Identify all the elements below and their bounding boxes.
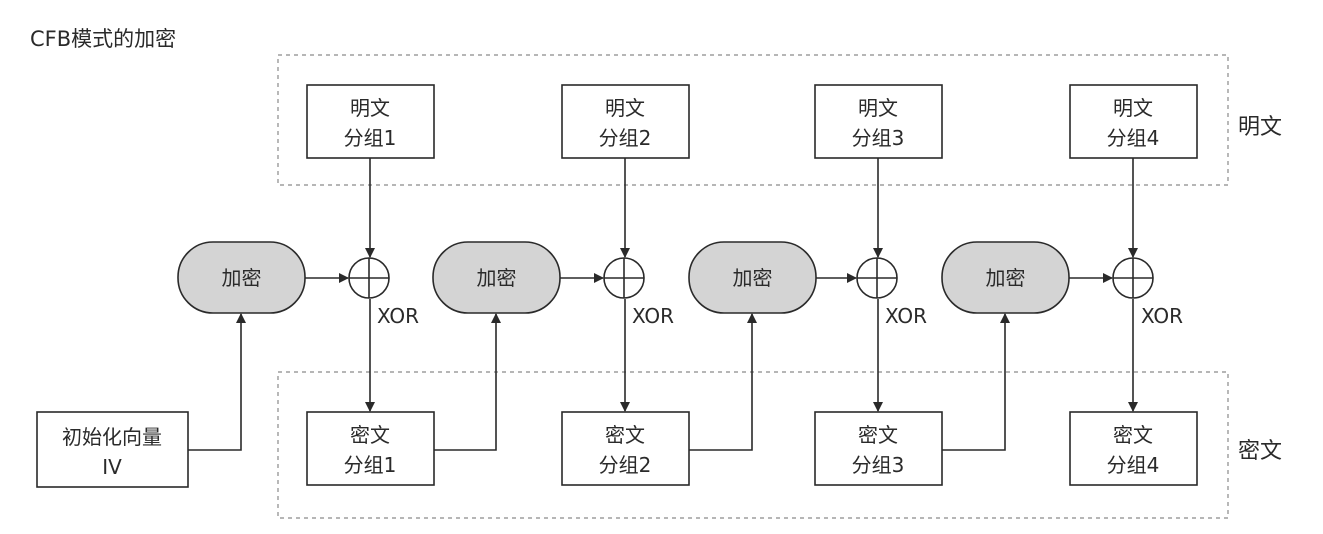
ciphertext-block-2-line1: 密文 xyxy=(605,423,645,447)
plaintext-block-4-line1: 明文 xyxy=(1113,96,1153,120)
ciphertext-block-1-line2: 分组1 xyxy=(344,453,397,477)
block-column-2: 明文 分组2 加密 XOR 密文 分组2 xyxy=(432,84,690,486)
ciphertext-group-label: 密文 xyxy=(1238,439,1282,464)
xor-operator-4 xyxy=(1112,257,1154,299)
arrow-cipher2-to-enc3 xyxy=(689,313,757,451)
arrow-iv-to-enc1 xyxy=(188,313,246,451)
ciphertext-block-1-line1: 密文 xyxy=(350,423,390,447)
arrow-cipher1-to-enc2 xyxy=(434,313,501,451)
encrypt-block-4-label: 加密 xyxy=(986,266,1026,290)
ciphertext-block-3-line1: 密文 xyxy=(858,423,898,447)
iv-label-line2: IV xyxy=(102,455,122,479)
xor-label-1: XOR xyxy=(377,304,419,328)
xor-to-ciphertext-arrows xyxy=(365,299,1138,412)
encrypt-block-4: 加密 xyxy=(941,241,1070,314)
block-column-1: 明文 分组1 加密 XOR 密文 分组1 xyxy=(177,84,435,486)
ciphertext-group-boundary xyxy=(277,371,1229,519)
encrypt-block-1-label: 加密 xyxy=(222,266,262,290)
plaintext-block-1-line2: 分组1 xyxy=(344,126,397,150)
xor-label-4: XOR xyxy=(1141,304,1183,328)
plaintext-block-4-line2: 分组4 xyxy=(1107,126,1160,150)
encrypt-block-2-label: 加密 xyxy=(477,266,517,290)
plaintext-block-1-line1: 明文 xyxy=(350,96,390,120)
ciphertext-block-3-line2: 分组3 xyxy=(852,453,905,477)
xor-label-3: XOR xyxy=(885,304,927,328)
ciphertext-block-3: 密文 分组3 xyxy=(814,411,943,486)
plaintext-group-boundary xyxy=(277,54,1229,186)
ciphertext-block-4-line2: 分组4 xyxy=(1107,453,1160,477)
ciphertext-block-2: 密文 分组2 xyxy=(561,411,690,486)
iv-box: 初始化向量 IV xyxy=(36,411,189,488)
encrypt-block-3: 加密 xyxy=(688,241,817,314)
feedback-arrows xyxy=(188,313,1010,451)
plaintext-group-label: 明文 xyxy=(1238,115,1282,140)
plaintext-block-4: 明文 分组4 xyxy=(1069,84,1198,159)
plaintext-block-2-line1: 明文 xyxy=(605,96,645,120)
xor-operator-3 xyxy=(856,257,898,299)
block-column-3: 明文 分组3 加密 XOR 密文 分组3 xyxy=(688,84,943,486)
encrypt-block-1: 加密 xyxy=(177,241,306,314)
plaintext-block-3-line1: 明文 xyxy=(858,96,898,120)
ciphertext-block-1: 密文 分组1 xyxy=(306,411,435,486)
ciphertext-block-2-line2: 分组2 xyxy=(599,453,652,477)
plaintext-block-3-line2: 分组3 xyxy=(852,126,905,150)
xor-operator-1 xyxy=(348,257,390,299)
ciphertext-block-4-line1: 密文 xyxy=(1113,423,1153,447)
arrow-cipher3-to-enc4 xyxy=(942,313,1010,451)
plaintext-block-1: 明文 分组1 xyxy=(306,84,435,159)
plaintext-block-2-line2: 分组2 xyxy=(599,126,652,150)
diagram-title: CFB模式的加密 xyxy=(30,27,176,51)
xor-label-2: XOR xyxy=(632,304,674,328)
xor-operator-2 xyxy=(603,257,645,299)
ciphertext-block-4: 密文 分组4 xyxy=(1069,411,1198,486)
encrypt-block-3-label: 加密 xyxy=(733,266,773,290)
iv-label-line1: 初始化向量 xyxy=(62,425,162,449)
plaintext-to-xor-arrows xyxy=(365,158,1138,258)
plaintext-block-2: 明文 分组2 xyxy=(561,84,690,159)
block-column-4: 明文 分组4 加密 XOR 密文 分组4 xyxy=(941,84,1198,486)
encrypt-block-2: 加密 xyxy=(432,241,561,314)
plaintext-block-3: 明文 分组3 xyxy=(814,84,943,159)
